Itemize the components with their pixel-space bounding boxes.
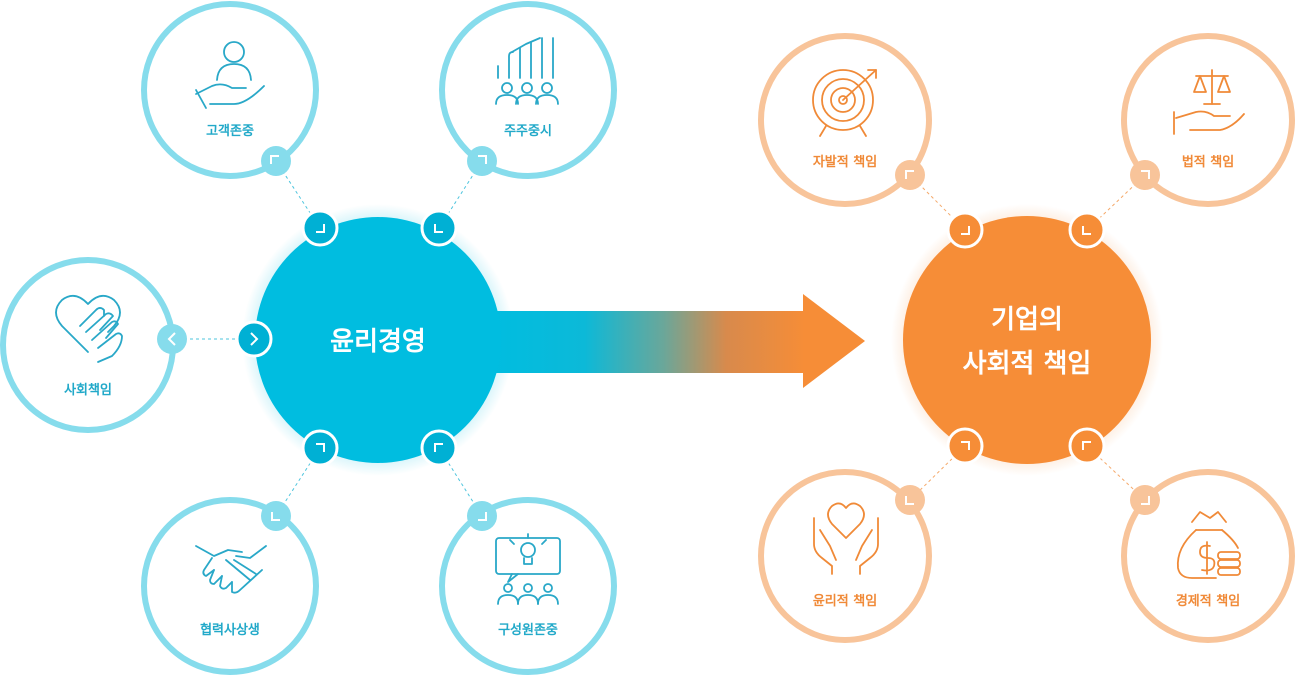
satellite-ring-customer [141,1,319,179]
target-icon [812,69,877,137]
satellite-ring-employee [439,497,617,675]
satellite-ring-social [0,257,176,433]
satellite-label-voluntary: 자발적 책임 [813,154,877,170]
satellite-label-customer: 고객존중 [206,123,254,139]
satellite-ring-ethical [758,469,932,643]
satellite-ring-shareholder [439,1,617,179]
satellite-label-ethical: 윤리적 책임 [813,593,877,609]
satellite-ring-economic [1121,469,1295,643]
satellite-label-social: 사회책임 [64,382,112,398]
satellite-ring-voluntary [758,33,932,207]
right-center-label-line1: 기업의 [991,305,1063,335]
right-center-bullets [946,211,1106,465]
right-center-label-line2: 사회적 책임 [963,349,1092,379]
bullet-customer [261,146,291,176]
person-hand-icon [195,41,265,109]
left-center-label: 윤리경영 [330,327,426,357]
growth-people-icon [495,37,559,105]
satellite-label-employee: 구성원존중 [498,623,558,638]
bullet-social [157,324,187,354]
satellite-label-economic: 경제적 책임 [1176,593,1240,609]
left-center-bullets [235,209,458,467]
bullet-shareholder [467,146,497,176]
hands-heart-icon [813,502,879,575]
money-bag-icon [1176,511,1241,579]
bullet-partner [261,501,291,531]
idea-team-icon [495,533,561,605]
satellite-label-partner: 협력사상생 [200,622,260,638]
right-center-circle [903,216,1151,464]
right-cluster: 기업의 사회적 책임 [758,33,1295,643]
satellite-ring-legal [1121,33,1295,207]
bullet-employee [467,501,497,531]
heart-hand-icon [55,294,123,363]
satellite-label-legal: 법적 책임 [1182,154,1234,170]
satellite-label-shareholder: 주주중시 [504,124,552,139]
scales-hand-icon [1173,69,1245,135]
right-satellite-bullets [895,160,1160,515]
handshake-icon [195,545,267,594]
satellite-ring-partner [141,497,319,675]
left-satellite-bullets [157,146,497,531]
transition-arrow [490,294,865,388]
left-cluster: 윤리경영 [0,1,617,675]
left-center-circle [255,217,501,463]
